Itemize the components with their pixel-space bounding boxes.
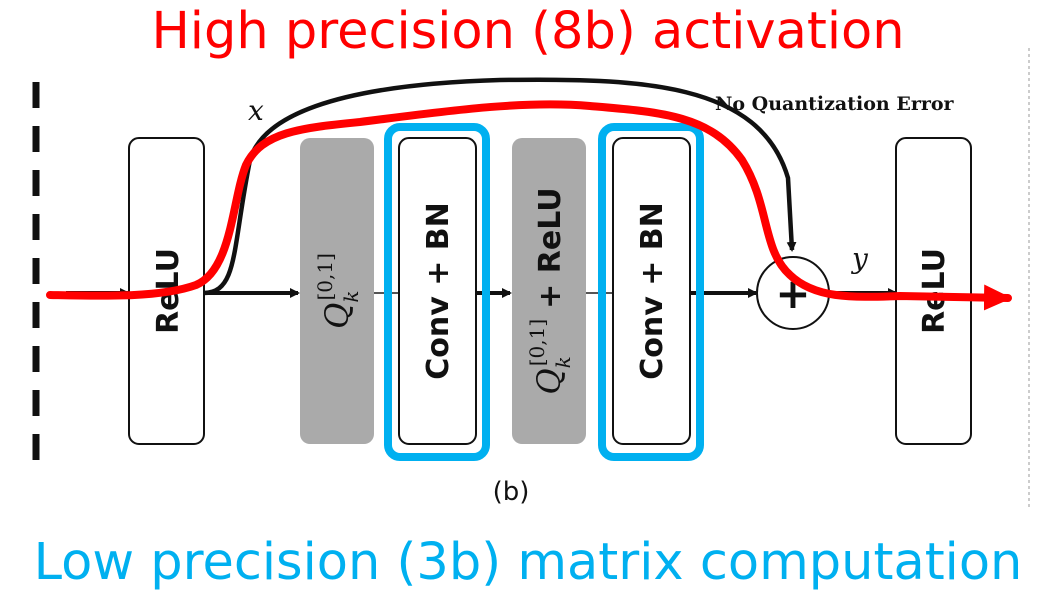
skip-connection-arrow bbox=[203, 77, 797, 296]
quant-first-symbol: Q bbox=[318, 303, 356, 329]
conv-bn-second-block bbox=[612, 137, 691, 445]
figure-caption: (b) bbox=[493, 477, 530, 507]
relu-right-block bbox=[895, 137, 972, 445]
low-precision-highlight-second bbox=[598, 123, 704, 461]
quant-second-symbol: Q bbox=[530, 368, 568, 394]
quant-second-suffix: + ReLU bbox=[533, 187, 568, 308]
conv-bn-first-label: Conv + BN bbox=[421, 202, 456, 380]
low-precision-title: Low precision (3b) matrix computation bbox=[33, 533, 1023, 592]
no-quantization-error-note: No Quantization Error bbox=[715, 93, 955, 115]
high-precision-title: High precision (8b) activation bbox=[151, 2, 905, 61]
quant-first-label: Qk[0,1] bbox=[313, 253, 363, 329]
quant-second-label: Qk[0,1] + ReLU bbox=[525, 187, 575, 394]
skip-label-x: x bbox=[248, 94, 264, 127]
quant-second-block bbox=[512, 138, 586, 444]
low-precision-highlight-first bbox=[384, 123, 490, 461]
quant-second-sup: [0,1] bbox=[525, 319, 549, 366]
conv-bn-second-label: Conv + BN bbox=[635, 202, 670, 380]
conv-bn-first-block bbox=[398, 137, 477, 445]
relu-right-label: ReLU bbox=[917, 248, 952, 334]
high-precision-path bbox=[46, 100, 1012, 311]
quant-first-sub: k bbox=[339, 291, 363, 303]
quant-second-sub: k bbox=[551, 356, 575, 368]
quant-first-block bbox=[300, 138, 374, 444]
output-label-y: y bbox=[850, 242, 869, 275]
quant-first-sup: [0,1] bbox=[313, 253, 337, 300]
